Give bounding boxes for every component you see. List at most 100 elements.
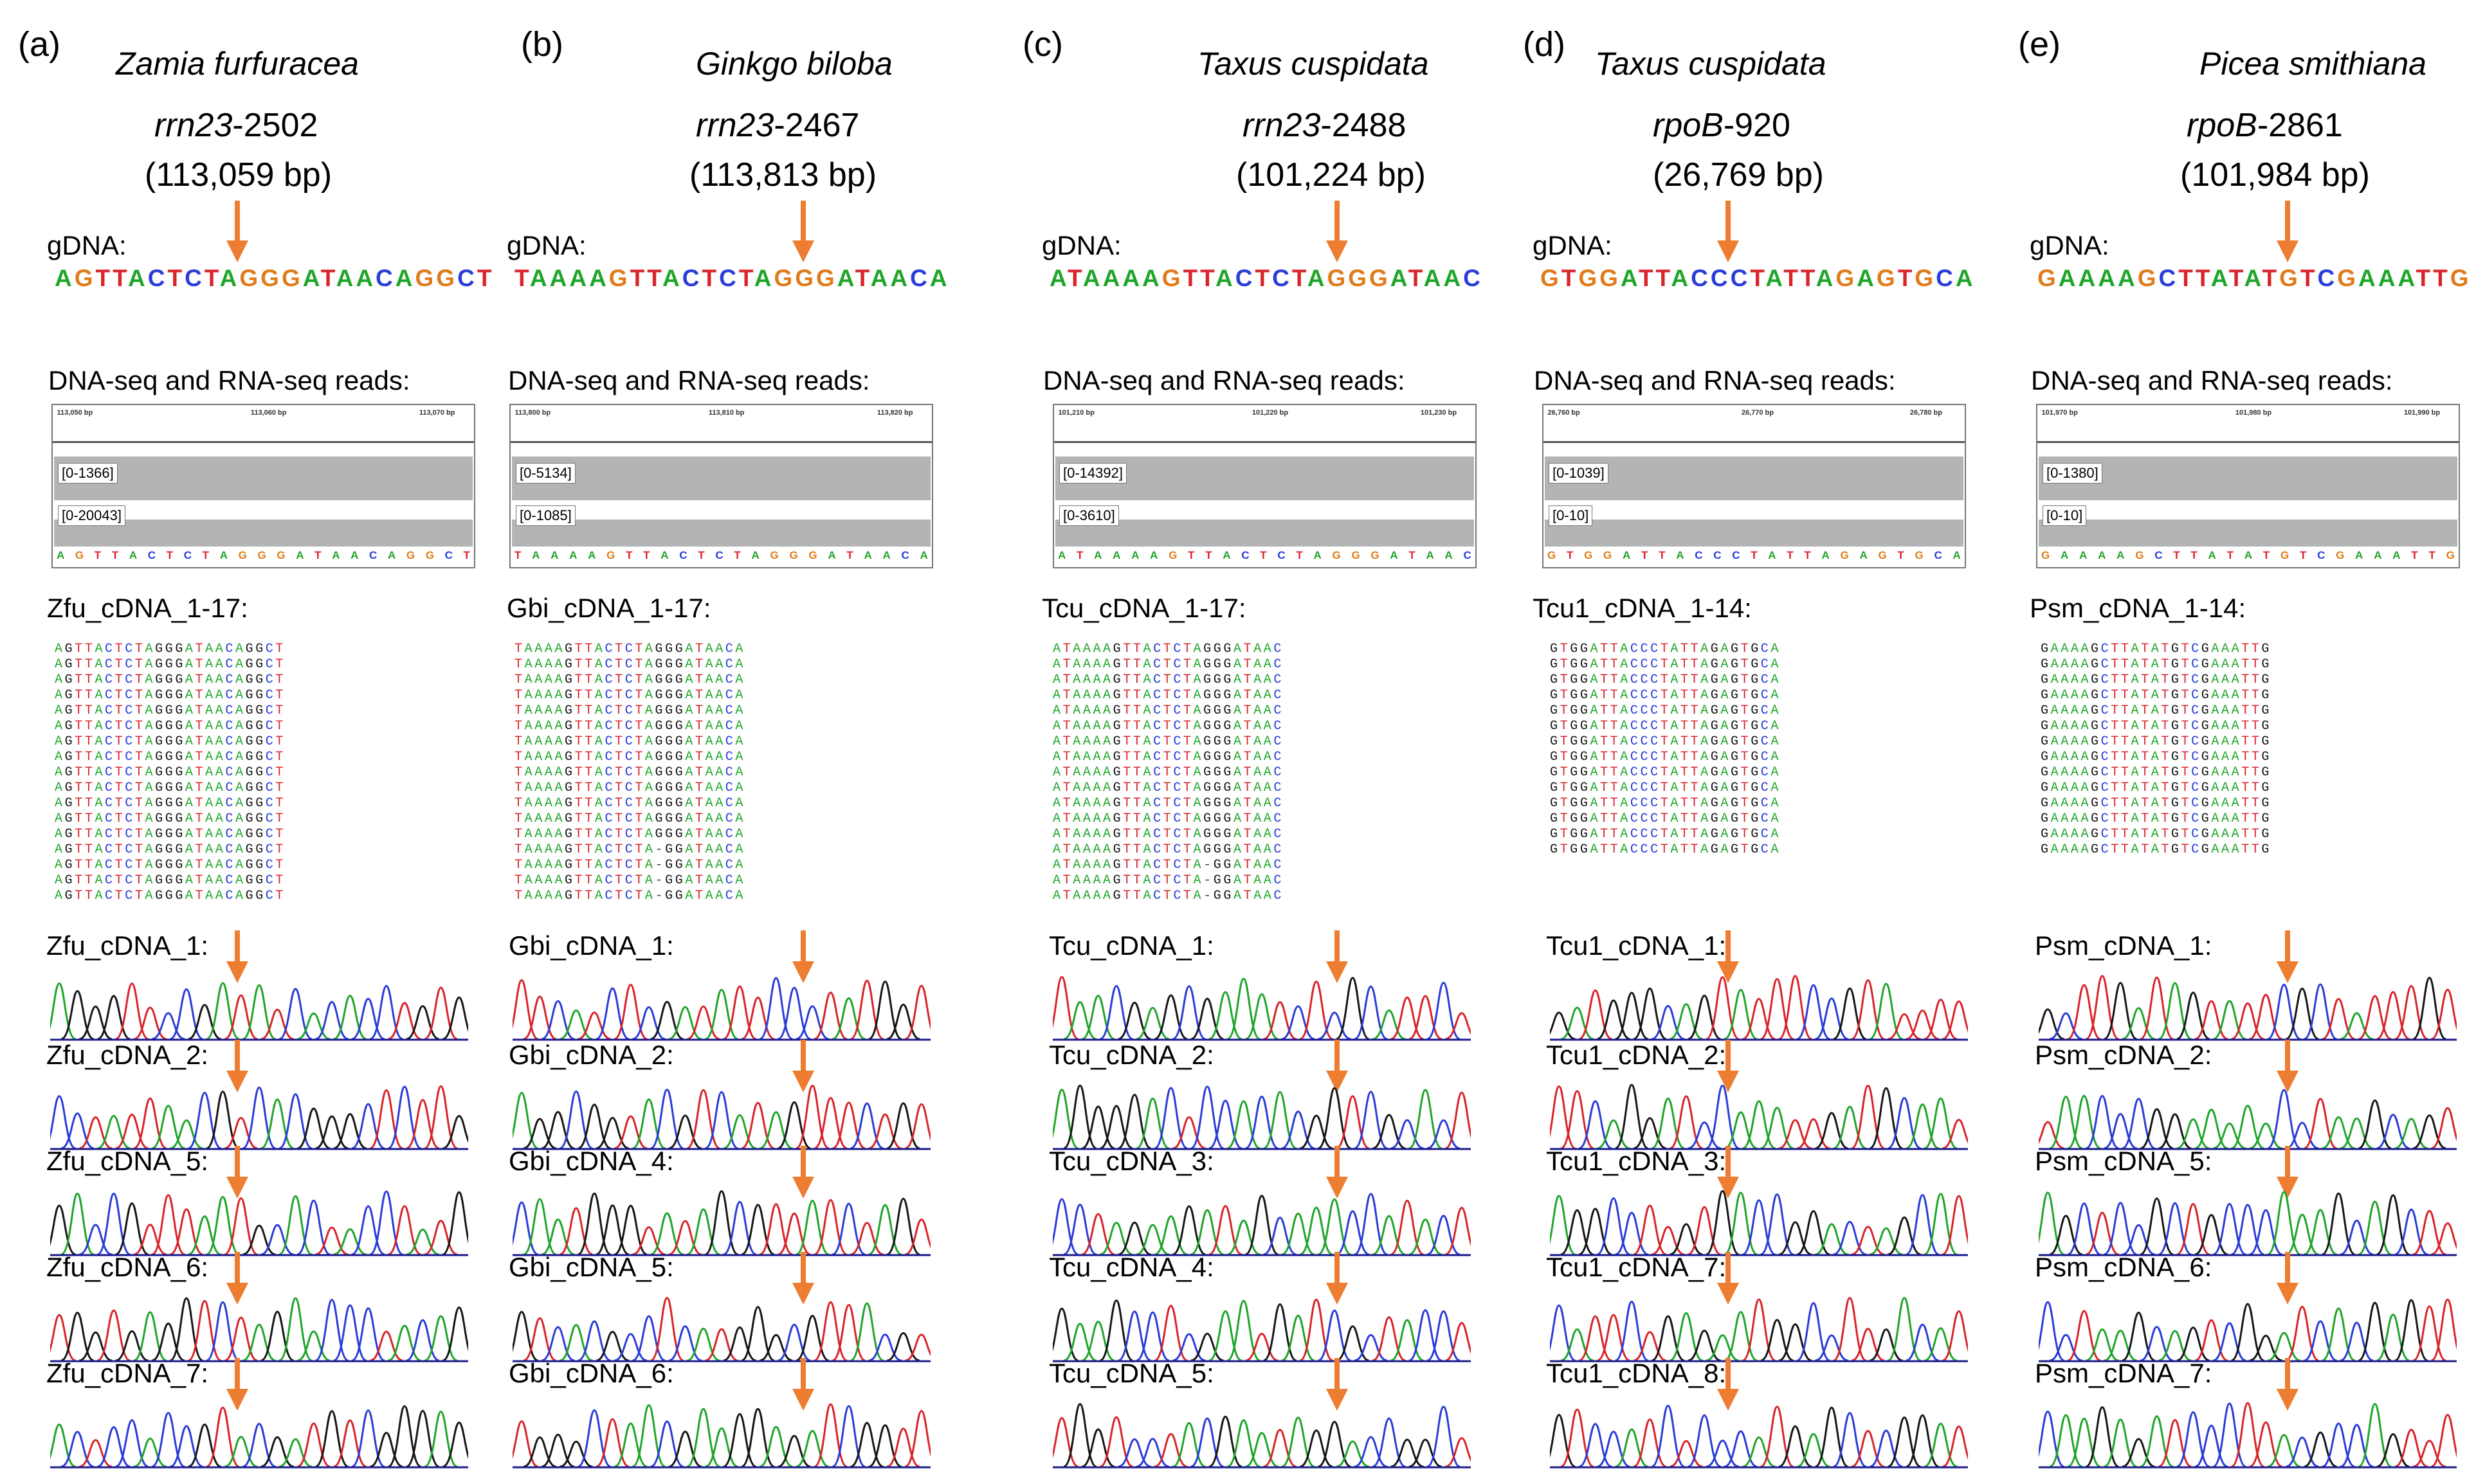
alignment-row: TAAAAGTTACTCTAGGGATAACA (514, 673, 746, 687)
alignment-row: TAAAAGTTACTCTAGGGATAACA (514, 796, 746, 811)
chromatogram-trace (1053, 975, 1471, 1041)
trace-label: Zfu_cDNA_1: (46, 930, 209, 961)
panel-label: (d) (1523, 25, 1565, 64)
genome-position: (113,813 bp) (689, 156, 877, 194)
trace-label: Psm_cDNA_1: (2035, 930, 2212, 961)
alignment-row: GAAAAGCTTATATGTCGAAATTG (2041, 673, 2272, 687)
alignment-label: Tcu_cDNA_1-17: (1042, 593, 1246, 623)
igv-tick-label: 113,060 bp (250, 409, 287, 417)
arrow-down-icon (1326, 930, 1348, 983)
rna-coverage-range: [0-10] (1549, 505, 1593, 526)
arrow-down-icon (226, 1040, 248, 1092)
chromatogram-trace (2039, 1402, 2457, 1469)
genome-position: (101,984 bp) (2180, 156, 2370, 194)
chromatogram-trace (513, 1084, 931, 1150)
dna-coverage-range: [0-1380] (2043, 463, 2102, 484)
rna-coverage-range: [0-3610] (1059, 505, 1119, 526)
site-position: -2861 (2257, 107, 2343, 144)
chromatogram-trace (1550, 1404, 1968, 1469)
trace-label: Tcu1_cDNA_7: (1546, 1252, 1727, 1282)
rna-coverage-range: [0-20043] (58, 505, 125, 526)
igv-tick-label: 26,770 bp (1741, 409, 1774, 417)
trace-label: Zfu_cDNA_5: (46, 1146, 209, 1176)
alignment-row: AGTTACTCTAGGGATAACAGGCT (55, 827, 286, 842)
species-name: Picea smithiana (2199, 46, 2426, 82)
dna-coverage-range: [0-5134] (516, 463, 576, 484)
alignment-row: ATAAAAGTTACTCTAGGGATAAC (1053, 688, 1284, 703)
alignment-row: GAAAAGCTTATATGTCGAAATTG (2041, 827, 2272, 842)
alignment-row: GTGGATTACCCTATTAGAGTGCA (1550, 811, 1781, 826)
alignment-row: GTGGATTACCCTATTAGAGTGCA (1550, 657, 1781, 672)
cdna-alignment: GTGGATTACCCTATTAGAGTGCA GTGGATTACCCTATTAG… (1550, 642, 1781, 858)
igv-tick-label: 113,800 bp (514, 409, 551, 417)
alignment-row: AGTTACTCTAGGGATAACAGGCT (55, 781, 286, 795)
genome-position: (26,769 bp) (1653, 156, 1824, 194)
gene-name: rrn23 (154, 107, 233, 144)
species-name: Zamia furfuracea (116, 46, 359, 82)
trace-label: Psm_cDNA_5: (2035, 1146, 2212, 1176)
trace-label: Tcu_cDNA_2: (1049, 1040, 1214, 1070)
arrow-down-icon (1717, 201, 1739, 262)
igv-tick-label: 113,050 bp (57, 409, 93, 417)
alignment-row: AGTTACTCTAGGGATAACAGGCT (55, 750, 286, 765)
site-position: -2467 (774, 107, 860, 144)
alignment-row: ATAAAAGTTACTCTAGGGATAAC (1053, 765, 1284, 780)
alignment-row: AGTTACTCTAGGGATAACAGGCT (55, 734, 286, 749)
rna-coverage-range: [0-10] (2043, 505, 2087, 526)
alignment-row: ATAAAAGTTACTCTAGGGATAAC (1053, 781, 1284, 795)
alignment-row: AGTTACTCTAGGGATAACAGGCT (55, 889, 286, 903)
arrow-down-icon (2277, 201, 2298, 262)
alignment-row: GAAAAGCTTATATGTCGAAATTG (2041, 734, 2272, 749)
alignment-row: TAAAAGTTACTCTAGGGATAACA (514, 811, 746, 826)
alignment-row: GAAAAGCTTATATGTCGAAATTG (2041, 750, 2272, 765)
alignment-row: AGTTACTCTAGGGATAACAGGCT (55, 842, 286, 857)
alignment-row: AGTTACTCTAGGGATAACAGGCT (55, 765, 286, 780)
alignment-row: GTGGATTACCCTATTAGAGTGCA (1550, 842, 1781, 857)
trace-label: Zfu_cDNA_6: (46, 1252, 209, 1282)
arrow-down-icon (1717, 1146, 1739, 1199)
alignment-row: AGTTACTCTAGGGATAACAGGCT (55, 873, 286, 888)
trace-label: Tcu1_cDNA_8: (1546, 1358, 1727, 1388)
dna-coverage-range: [0-1366] (58, 463, 118, 484)
alignment-row: TAAAAGTTACTCTAGGGATAACA (514, 734, 746, 749)
chromatogram-trace (2039, 1191, 2457, 1256)
trace-label: Tcu_cDNA_1: (1049, 930, 1214, 961)
alignment-row: TAAAAGTTACTCTAGGGATAACA (514, 781, 746, 795)
arrow-down-icon (1717, 930, 1739, 983)
rna-coverage-range: [0-1085] (516, 505, 576, 526)
gdna-sequence: GAAAAGCTTATATGTCGAAATTG (2037, 265, 2471, 291)
arrow-down-icon (792, 201, 814, 262)
genome-position: (101,224 bp) (1236, 156, 1426, 194)
alignment-row: ATAAAAGTTACTCTAGGGATAAC (1053, 703, 1284, 718)
chromatogram-trace (1550, 975, 1968, 1041)
chromatogram-trace (1550, 1297, 1968, 1362)
alignment-row: ATAAAAGTTACTCTAGGGATAAC (1053, 719, 1284, 734)
chromatogram-trace (2039, 1089, 2457, 1150)
arrow-down-icon (226, 1146, 248, 1199)
arrow-down-icon (792, 930, 814, 983)
arrow-down-icon (792, 1146, 814, 1199)
igv-tick-label: 113,820 bp (877, 409, 913, 417)
igv-tick-label: 101,230 bp (1420, 409, 1457, 417)
alignment-row: GAAAAGCTTATATGTCGAAATTG (2041, 811, 2272, 826)
alignment-row: TAAAAGTTACTCTAGGGATAACA (514, 827, 746, 842)
alignment-row: GAAAAGCTTATATGTCGAAATTG (2041, 842, 2272, 857)
alignment-row: TAAAAGTTACTCTAGGGATAACA (514, 765, 746, 780)
alignment-row: AGTTACTCTAGGGATAACAGGCT (55, 688, 286, 703)
panel-label: (e) (2018, 25, 2061, 64)
gdna-label: gDNA: (47, 230, 127, 260)
arrow-down-icon (1326, 1252, 1348, 1305)
chromatogram-trace (50, 1190, 468, 1256)
arrow-down-icon (792, 1358, 814, 1411)
alignment-row: GAAAAGCTTATATGTCGAAATTG (2041, 688, 2272, 703)
dna-coverage-track (54, 457, 473, 500)
arrow-down-icon (2277, 1252, 2298, 1305)
arrow-down-icon (792, 1040, 814, 1092)
chromatogram-trace (1053, 1193, 1471, 1256)
